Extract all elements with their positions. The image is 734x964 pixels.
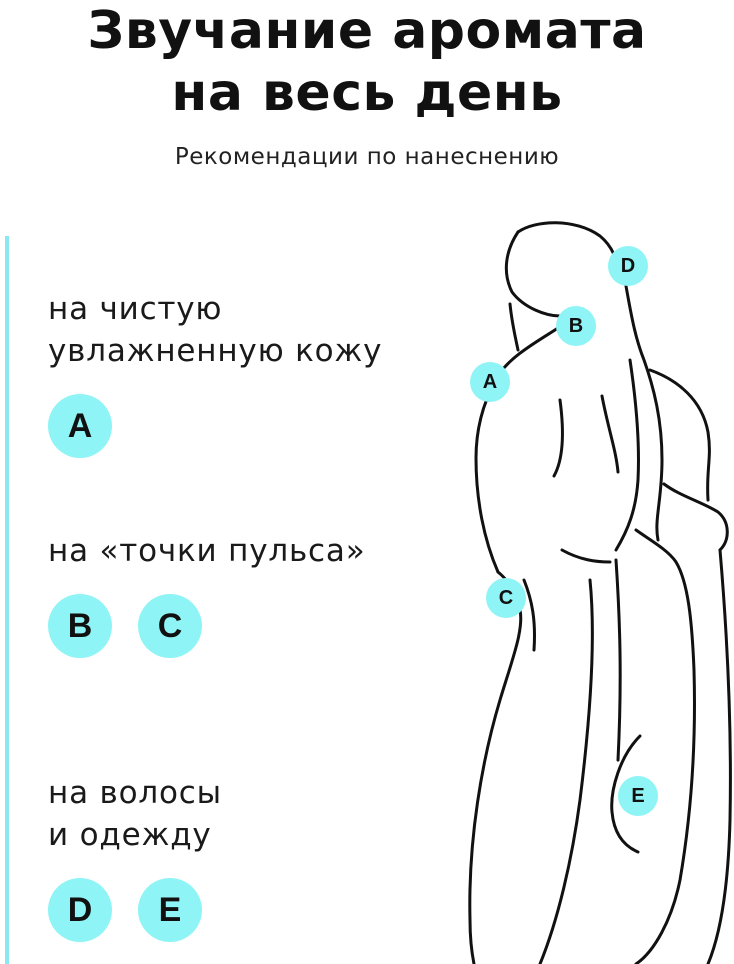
section-hair-clothes-text: на волосы и одежду bbox=[48, 772, 222, 856]
section-pulse-points-badges: B C bbox=[48, 594, 365, 658]
section-pulse-points: на «точки пульса» B C bbox=[48, 530, 365, 658]
marker-d: D bbox=[608, 246, 648, 286]
marker-b: B bbox=[556, 306, 596, 346]
accent-divider bbox=[5, 236, 9, 964]
woman-back-illustration: A B C D E bbox=[440, 200, 734, 964]
badge-b: B bbox=[48, 594, 112, 658]
section-clean-skin: на чистую увлажненную кожу A bbox=[48, 288, 382, 458]
section-clean-skin-line-2: увлажненную кожу bbox=[48, 333, 383, 369]
section-pulse-points-text: на «точки пульса» bbox=[48, 530, 365, 572]
badge-a: A bbox=[48, 394, 112, 458]
section-pulse-points-line-1: на «точки пульса» bbox=[48, 533, 366, 569]
title-line-1: Звучание аромата bbox=[87, 1, 647, 61]
badge-c: C bbox=[138, 594, 202, 658]
section-hair-clothes-badges: D E bbox=[48, 878, 222, 942]
section-hair-clothes-line-2: и одежду bbox=[48, 817, 212, 853]
page-subtitle: Рекомендации по нанеснению bbox=[174, 144, 560, 170]
section-clean-skin-line-1: на чистую bbox=[48, 291, 223, 327]
section-clean-skin-text: на чистую увлажненную кожу bbox=[48, 288, 382, 372]
section-hair-clothes-line-1: на волосы bbox=[48, 775, 222, 811]
section-hair-clothes: на волосы и одежду D E bbox=[48, 772, 222, 942]
marker-a: A bbox=[470, 362, 510, 402]
badge-e: E bbox=[138, 878, 202, 942]
badge-d: D bbox=[48, 878, 112, 942]
section-clean-skin-badges: A bbox=[48, 394, 382, 458]
marker-c: C bbox=[486, 578, 526, 618]
marker-e: E bbox=[618, 776, 658, 816]
title-line-2: на весь день bbox=[171, 63, 563, 123]
page-title: Звучание аромата на весь день bbox=[0, 0, 734, 124]
